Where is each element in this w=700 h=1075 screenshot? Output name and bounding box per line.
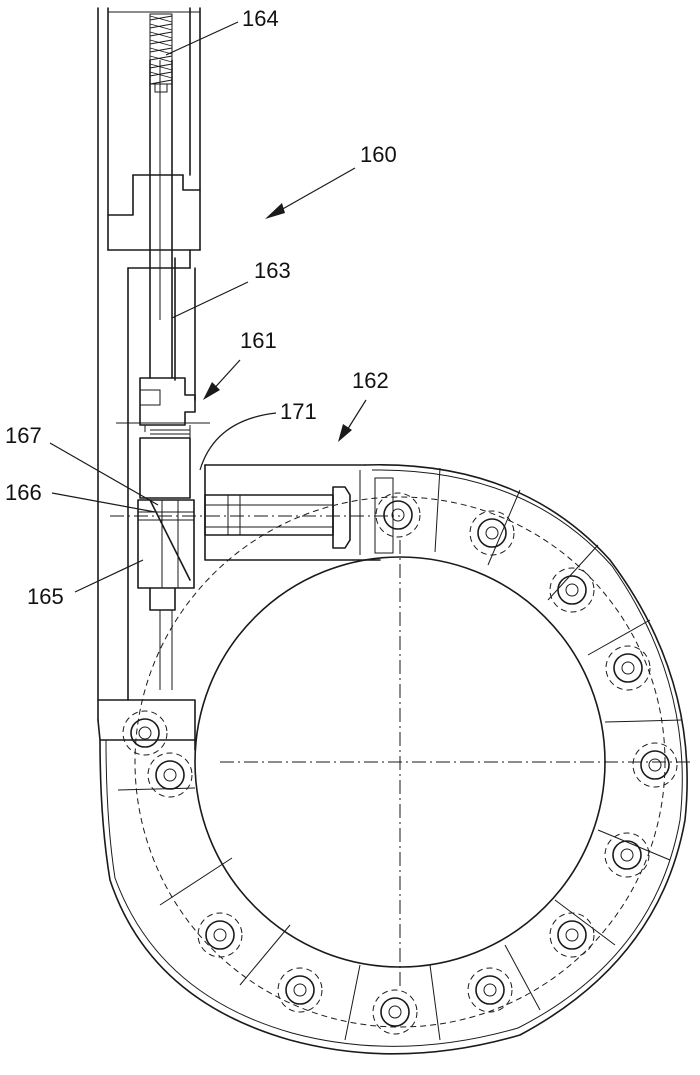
reference-labels: 164 160 163 161 162 171 167 166 165 [5,6,397,609]
bolt-hole [470,511,514,555]
bolt-hole [148,753,192,797]
spring-164 [150,14,172,92]
label-163: 163 [254,258,291,283]
bolt-hole [123,711,167,755]
bolt-hole [198,913,242,957]
bolt-hole [550,913,594,957]
label-161: 161 [240,328,277,353]
arm-171 [205,465,393,560]
bolt-hole [605,833,649,877]
piston-161 [116,378,210,498]
bolt-hole [633,743,677,787]
bolt-hole [376,493,420,537]
upper-tube [98,8,200,720]
bolt-hole [278,968,322,1012]
label-171: 171 [280,399,317,424]
label-166: 166 [5,480,42,505]
bolt-hole [468,968,512,1012]
label-165: 165 [27,584,64,609]
label-167: 167 [5,423,42,448]
label-164: 164 [242,6,279,31]
bolt-hole [606,646,650,690]
label-162: 162 [352,368,389,393]
label-160: 160 [360,142,397,167]
ring-clamp-162 [98,465,690,1054]
